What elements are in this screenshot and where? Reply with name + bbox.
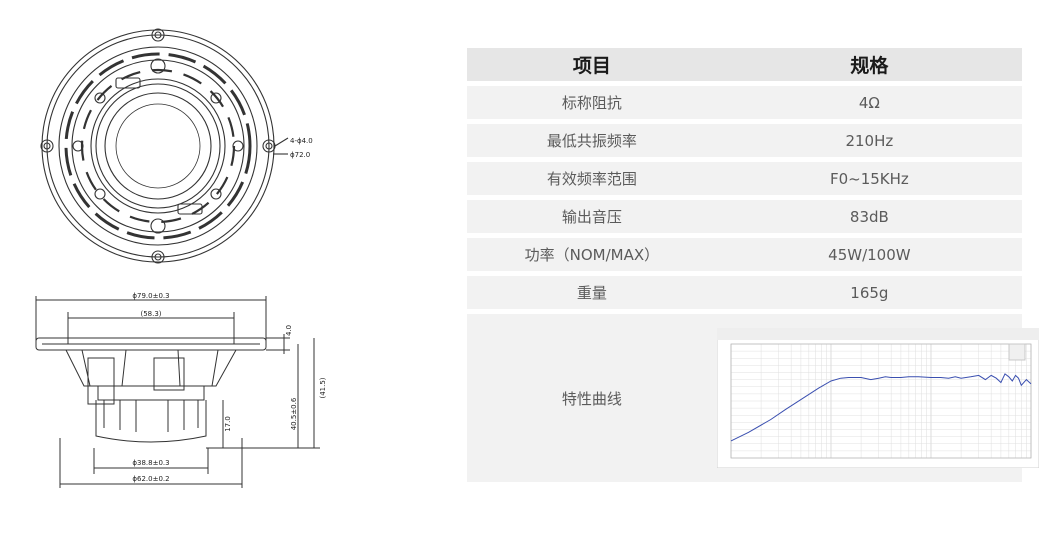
chart-frame xyxy=(716,327,1040,469)
chart-grid xyxy=(730,343,1032,459)
row-item: 有效频率范围 xyxy=(467,162,717,195)
dim-outer: ϕ79.0±0.3 xyxy=(132,292,169,300)
table-row: 标称阻抗 4Ω xyxy=(467,86,1022,119)
table-row: 有效频率范围 F0~15KHz xyxy=(467,162,1022,195)
row-item: 输出音压 xyxy=(467,200,717,233)
mounting-holes xyxy=(40,28,276,264)
curve-label: 特性曲线 xyxy=(467,314,717,482)
row-item: 重量 xyxy=(467,276,717,309)
table-row: 重量 165g xyxy=(467,276,1022,309)
row-value: F0~15KHz xyxy=(716,162,1022,195)
row-item: 最低共振频率 xyxy=(467,124,717,157)
table-row: 功率（NOM/MAX） 45W/100W xyxy=(467,238,1022,271)
holes-callout: 4-ϕ4.0 xyxy=(290,137,313,145)
table-row-curve: 特性曲线 xyxy=(467,314,1040,482)
row-value: 83dB xyxy=(716,200,1022,233)
frequency-response-chart xyxy=(716,327,1040,469)
curve-cell xyxy=(716,314,1040,482)
table-row: 最低共振频率 210Hz xyxy=(467,124,1022,157)
dim-total: (41.5) xyxy=(319,377,327,398)
row-value: 165g xyxy=(716,276,1022,309)
frequency-response-svg xyxy=(716,327,1040,469)
table-row: 输出音压 83dB xyxy=(467,200,1022,233)
dim-flange: 4.0 xyxy=(285,325,293,336)
dim-basket: ϕ62.0±0.2 xyxy=(132,475,169,483)
dim-cone: (58.3) xyxy=(140,310,161,318)
circle-callout: ϕ72.0 xyxy=(290,151,310,159)
chart-legend-box xyxy=(1008,343,1026,361)
row-value: 210Hz xyxy=(716,124,1022,157)
dim-magnet-d: ϕ38.8±0.3 xyxy=(132,459,169,467)
header-spec: 规格 xyxy=(716,48,1022,81)
row-item: 标称阻抗 xyxy=(467,86,717,119)
row-value: 45W/100W xyxy=(716,238,1022,271)
chart-series xyxy=(730,373,1032,442)
series-line xyxy=(730,373,1032,442)
plot-area-border xyxy=(730,343,1032,459)
row-value: 4Ω xyxy=(716,86,1022,119)
header-item: 项目 xyxy=(467,48,717,81)
dim-depth: 40.5±0.6 xyxy=(290,397,298,430)
spec-table: 项目 规格 标称阻抗 4Ω 最低共振频率 210Hz 有效频率范围 F0~15K… xyxy=(467,43,1040,487)
chart-title-bar xyxy=(716,328,1039,340)
dim-magnet-h: 17.0 xyxy=(224,416,232,432)
front-view-drawing: 4-ϕ4.0 ϕ72.0 xyxy=(40,28,313,264)
table-header-row: 项目 规格 xyxy=(467,48,1022,81)
side-view-drawing: ϕ79.0±0.3 (58.3) ϕ38.8±0.3 ϕ62.0±0.2 4.0… xyxy=(35,292,327,488)
row-item: 功率（NOM/MAX） xyxy=(467,238,717,271)
